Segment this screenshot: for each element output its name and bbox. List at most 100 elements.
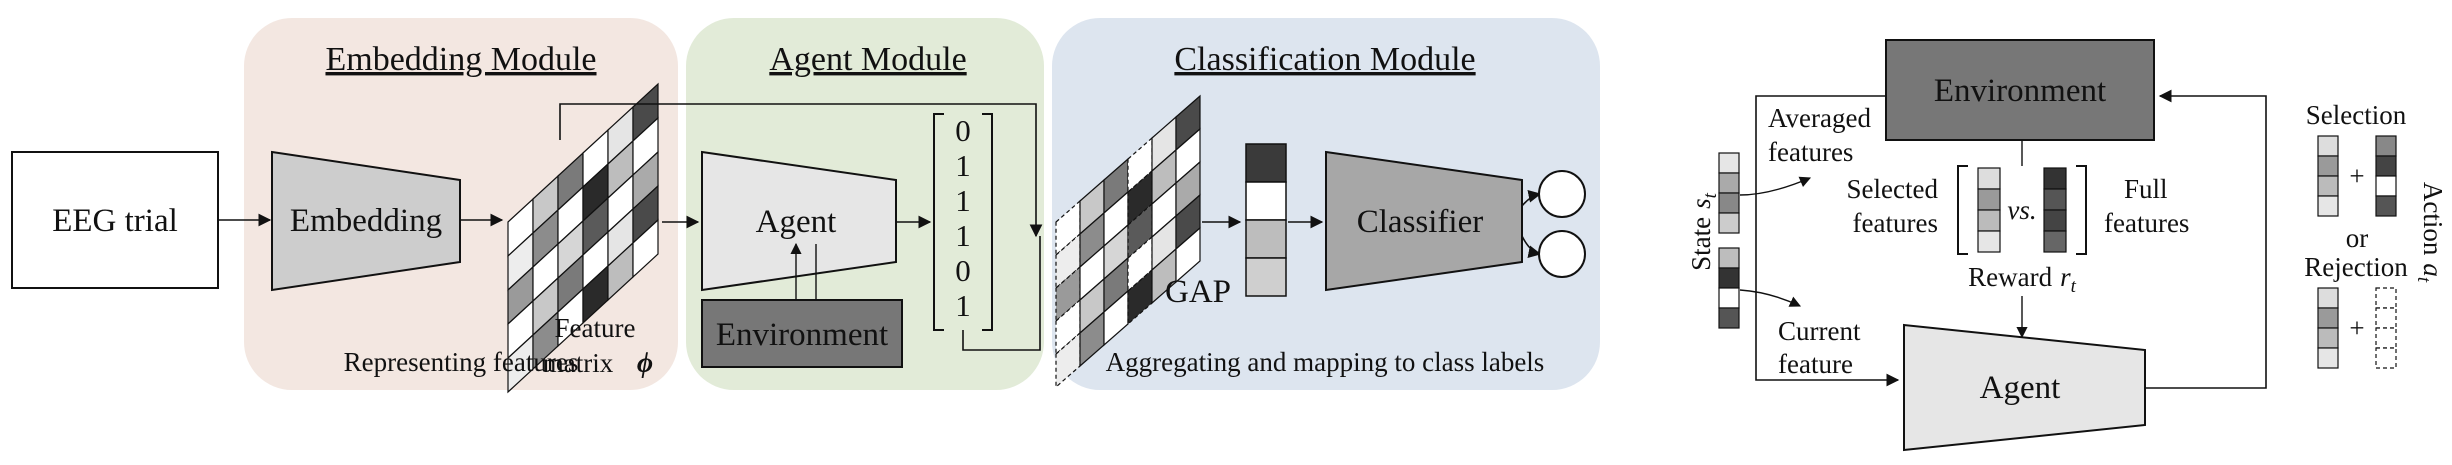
gap-cell <box>1245 257 1287 297</box>
action-label: Action at <box>2413 182 2448 283</box>
plus-sign: + <box>2349 313 2364 343</box>
reward-symbol: r <box>2060 262 2071 292</box>
action-cell-empty <box>2375 327 2397 349</box>
embedding-caption: Representing features <box>344 347 579 377</box>
state-cell <box>1718 287 1740 309</box>
action-cell <box>2375 175 2397 197</box>
action-word: Action <box>2418 182 2448 256</box>
vector-to-mask-line <box>962 236 1041 351</box>
current-feature-label-1: Current <box>1778 316 1861 346</box>
reward-left-bracket <box>1957 165 1968 255</box>
current-feature-arrow <box>1739 289 1802 307</box>
selection-label: Selection <box>2306 100 2407 130</box>
vector-right-bracket <box>982 113 993 331</box>
agent-block-label: Agent <box>756 204 837 240</box>
state-cell <box>1718 152 1740 174</box>
class-output-node <box>1538 230 1586 278</box>
rejection-vector-a <box>2317 287 2339 369</box>
full-features-label-2: features <box>2104 208 2189 238</box>
selected-features-label-2: features <box>1853 208 1938 238</box>
action-cell <box>2317 327 2339 349</box>
full-features-label-1: Full <box>2124 174 2168 204</box>
action-symbol: a <box>2418 263 2448 277</box>
skip-connection-line <box>559 103 1043 238</box>
full-cell <box>2043 230 2067 253</box>
agent-block <box>701 150 897 292</box>
rl-environment-label: Environment <box>1934 73 2106 109</box>
action-cell <box>2317 347 2339 369</box>
full-cell <box>2043 167 2067 190</box>
action-cell <box>2375 195 2397 217</box>
averaged-features-arrow <box>1739 176 1812 196</box>
binary-vector: 0 1 1 1 0 1 <box>955 113 971 323</box>
full-features-vector <box>2043 167 2067 253</box>
state-cell <box>1718 267 1740 289</box>
vector-entry: 1 <box>955 148 971 183</box>
feature-matrix-label-2: matrix <box>543 348 614 378</box>
vector-entry: 0 <box>955 253 971 288</box>
selected-cell <box>1977 230 2001 253</box>
state-cell <box>1718 307 1740 329</box>
state-symbol: s <box>1686 198 1716 209</box>
rl-action-line <box>2145 89 2267 389</box>
classifier-block-label: Classifier <box>1357 204 1483 240</box>
state-label: State st <box>1686 192 1721 271</box>
state-word: State <box>1686 217 1716 271</box>
plus-sign: + <box>2349 161 2364 191</box>
rejection-label: Rejection <box>2304 252 2408 282</box>
class-output-node <box>1538 170 1586 218</box>
rl-env-to-state-line <box>1755 95 1900 387</box>
action-subscript: t <box>2413 277 2434 283</box>
action-cell <box>2317 155 2339 177</box>
action-cell <box>2317 307 2339 329</box>
feature-matrix-symbol: ϕ <box>637 348 653 379</box>
selected-cell <box>1977 209 2001 232</box>
state-current-vector <box>1718 247 1740 329</box>
agent-module-title: Agent Module <box>769 41 966 78</box>
classification-caption: Aggregating and mapping to class labels <box>1106 347 1545 377</box>
action-cell <box>2375 135 2397 157</box>
state-cell <box>1718 212 1740 234</box>
or-label: or <box>2346 223 2369 253</box>
averaged-features-label-2: features <box>1768 137 1853 167</box>
gap-cell <box>1245 181 1287 221</box>
state-averaged-vector <box>1718 152 1740 234</box>
vector-entry: 1 <box>955 218 971 253</box>
action-cell <box>2317 175 2339 197</box>
vector-entry: 1 <box>955 183 971 218</box>
action-cell-empty <box>2375 287 2397 309</box>
state-subscript: t <box>1700 192 1721 198</box>
selected-features-vector <box>1977 167 2001 253</box>
action-cell <box>2317 195 2339 217</box>
vector-entry: 0 <box>955 113 971 148</box>
current-feature-label-2: feature <box>1778 349 1853 379</box>
selected-cell <box>1977 188 2001 211</box>
feature-matrix-grid <box>507 82 659 394</box>
reward-right-bracket <box>2076 165 2087 255</box>
embedding-block <box>271 150 461 292</box>
gap-cell <box>1245 143 1287 183</box>
vector-left-bracket <box>933 113 944 331</box>
matrix-cell <box>1175 226 1201 284</box>
action-cell-empty <box>2375 307 2397 329</box>
selection-vector-a <box>2317 135 2339 217</box>
full-cell <box>2043 209 2067 232</box>
embedding-module-title: Embedding Module <box>325 41 596 78</box>
selected-cell <box>1977 167 2001 190</box>
rl-agent-block <box>1903 323 2146 452</box>
reward-word: Reward <box>1968 262 2052 292</box>
masked-feature-matrix <box>1055 94 1201 389</box>
matrix-cell <box>632 218 659 279</box>
action-cell <box>2317 287 2339 309</box>
classification-module-title: Classification Module <box>1174 41 1475 78</box>
rejection-vector-b-empty <box>2375 287 2397 369</box>
selection-vector-b <box>2375 135 2397 217</box>
gap-cell <box>1245 219 1287 259</box>
classifier-block <box>1325 150 1523 292</box>
gap-label: GAP <box>1165 274 1231 310</box>
action-cell-empty <box>2375 347 2397 369</box>
full-cell <box>2043 188 2067 211</box>
environment-label: Environment <box>716 317 888 353</box>
